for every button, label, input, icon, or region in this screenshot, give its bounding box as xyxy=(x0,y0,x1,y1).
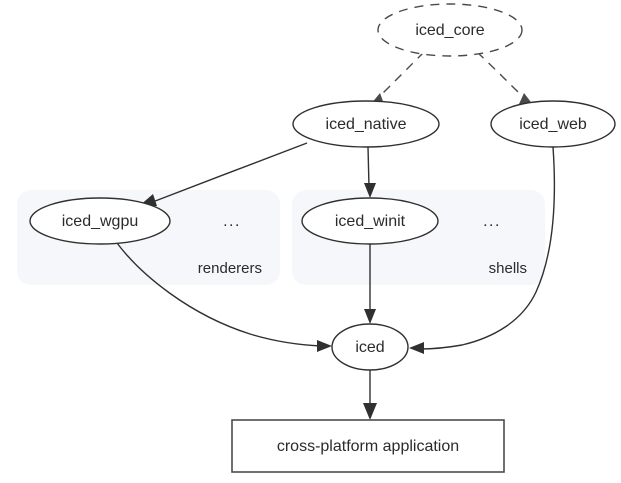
node-iced-winit-shape[interactable] xyxy=(301,197,439,245)
node-iced-label: iced xyxy=(355,339,384,356)
edge-core-to-web xyxy=(476,51,537,110)
shells-more-ellipsis-icon: ... xyxy=(483,213,501,230)
node-iced-native-shape[interactable] xyxy=(292,100,440,148)
edge-web-to-iced xyxy=(409,146,556,354)
node-iced-native-label: iced_native xyxy=(326,116,407,133)
cluster-shells-label: shells xyxy=(489,260,527,277)
node-iced-web-shape[interactable] xyxy=(490,100,616,148)
node-iced-core-shape[interactable] xyxy=(377,3,523,57)
edge-core-to-native-line xyxy=(376,51,425,100)
edge-core-to-web-line xyxy=(476,51,527,101)
edge-winit-to-iced xyxy=(364,244,376,324)
node-iced-winit[interactable]: iced_winit xyxy=(301,197,439,245)
edge-winit-to-iced-arrowhead xyxy=(364,309,376,324)
cluster-renderers-label: renderers xyxy=(198,260,262,277)
node-iced-native[interactable]: iced_native xyxy=(292,100,440,148)
node-iced-core-label: iced_core xyxy=(415,22,484,39)
node-iced-shape[interactable] xyxy=(331,323,409,371)
node-iced-winit-label: iced_winit xyxy=(335,213,406,230)
edge-iced-to-application xyxy=(363,370,377,420)
edge-iced-to-application-arrowhead xyxy=(363,403,377,420)
node-application-shape[interactable] xyxy=(231,419,505,473)
node-iced-web[interactable]: iced_web xyxy=(490,100,616,148)
edge-web-to-iced-arrowhead xyxy=(409,342,424,354)
node-iced-wgpu-shape[interactable] xyxy=(29,197,171,245)
node-iced[interactable]: iced xyxy=(331,323,409,371)
edge-wgpu-to-iced-arrowhead xyxy=(317,340,332,352)
edge-wgpu-to-iced-line xyxy=(116,242,322,347)
edge-native-to-winit-arrowhead xyxy=(364,183,376,198)
node-iced-web-label: iced_web xyxy=(519,116,587,133)
edge-native-to-winit-line xyxy=(367,146,370,188)
edge-wgpu-to-iced xyxy=(116,242,332,352)
edge-native-to-wgpu-line xyxy=(149,142,308,204)
edge-native-to-winit xyxy=(364,146,376,198)
edge-web-to-iced-line-tail xyxy=(419,344,463,350)
edge-web-to-iced-line xyxy=(461,146,556,346)
renderers-more-ellipsis-icon: ... xyxy=(223,213,241,230)
node-iced-wgpu[interactable]: iced_wgpu xyxy=(29,197,171,245)
node-iced-core[interactable]: iced_core xyxy=(377,3,523,57)
node-application-label: cross-platform application xyxy=(277,438,459,455)
node-application[interactable]: cross-platform application xyxy=(231,419,505,473)
node-iced-wgpu-label: iced_wgpu xyxy=(62,213,139,230)
